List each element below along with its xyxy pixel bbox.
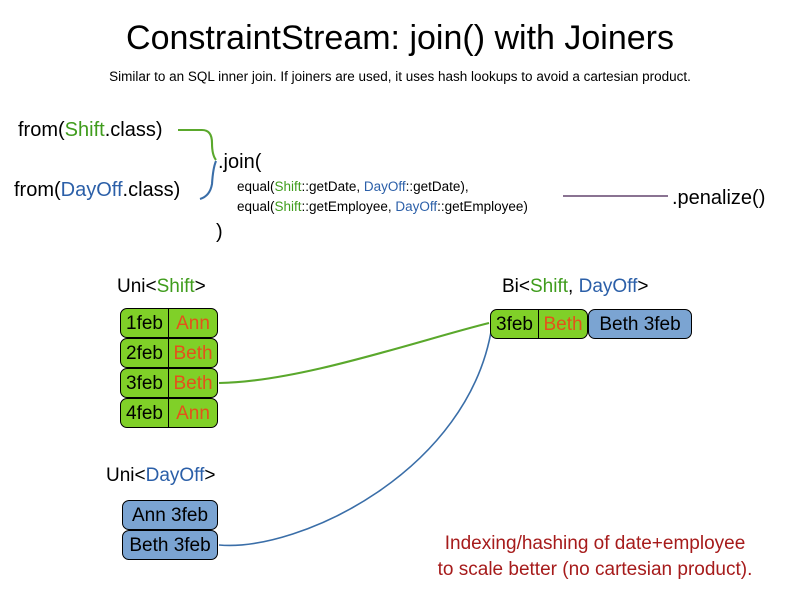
code-from-dayoff: from(DayOff.class) xyxy=(14,178,180,202)
code-from-dayoff-prefix: from( xyxy=(14,179,61,201)
label-uni-shift-type: Shift xyxy=(156,276,195,297)
shift-row-date: 4feb xyxy=(121,399,169,427)
label-bi-stream: Bi<Shift, DayOff> xyxy=(502,275,648,299)
code-joiner-equal-date: equal(Shift::getDate, DayOff::getDate), xyxy=(237,178,469,196)
shift-row-name: Ann xyxy=(176,312,210,334)
joiner-0-left-ref: ::getDate, xyxy=(301,179,364,194)
page-subtitle: Similar to an SQL inner join. If joiners… xyxy=(109,69,691,84)
label-uni-shift-suffix: > xyxy=(194,276,206,297)
bi-shift-date: 3feb xyxy=(491,310,539,338)
dayoff-row[interactable]: Beth 3feb xyxy=(122,530,218,560)
code-from-shift: from(Shift.class) xyxy=(18,118,163,142)
shift-row[interactable]: 2feb Beth xyxy=(120,338,218,368)
dayoff-row-text: Beth 3feb xyxy=(129,534,211,556)
label-uni-dayoff-type: DayOff xyxy=(145,465,205,486)
label-bi-type-b: DayOff xyxy=(578,276,638,297)
label-uni-shift-prefix: Uni< xyxy=(117,276,157,297)
label-bi-type-a: Shift xyxy=(530,276,569,297)
code-joiner-equal-employee: equal(Shift::getEmployee, DayOff::getEmp… xyxy=(237,198,528,216)
code-join-close: ) xyxy=(216,221,223,243)
dayoff-row[interactable]: Ann 3feb xyxy=(122,500,218,530)
shift-row-name: Beth xyxy=(173,342,213,364)
label-bi-suffix: > xyxy=(637,276,649,297)
code-join-open: .join( xyxy=(218,151,262,173)
joiner-1-left-ref: ::getEmployee, xyxy=(301,199,396,214)
indexing-caption: Indexing/hashing of date+employee to sca… xyxy=(400,531,790,583)
code-from-shift-suffix: .class) xyxy=(104,119,163,141)
code-from-shift-prefix: from( xyxy=(18,119,65,141)
joiner-1-right-ref: ::getEmployee) xyxy=(437,199,528,214)
shift-row-date: 1feb xyxy=(121,309,169,337)
code-penalize: .penalize() xyxy=(672,187,766,209)
joiner-1-fn: equal( xyxy=(237,199,275,214)
uni-dayoff-fact-list: Ann 3feb Beth 3feb xyxy=(122,500,218,560)
brace-dayoff-path xyxy=(199,160,217,201)
dayoff-row-text: Ann 3feb xyxy=(131,504,209,526)
indexing-caption-line1: Indexing/hashing of date+employee xyxy=(444,533,746,554)
label-bi-prefix: Bi< xyxy=(502,276,530,297)
bi-dayoff-text: Beth 3feb xyxy=(599,313,681,335)
joiner-0-left-type: Shift xyxy=(274,179,302,194)
code-from-dayoff-type: DayOff xyxy=(60,179,123,201)
shift-row-name: Ann xyxy=(176,402,210,424)
shift-row-name: Beth xyxy=(173,372,213,394)
bi-dayoff-fact[interactable]: Beth 3feb xyxy=(588,309,692,339)
brace-shift-path xyxy=(178,128,217,161)
page-title: ConstraintStream: join() with Joiners xyxy=(126,19,674,57)
shift-row[interactable]: 4feb Ann xyxy=(120,398,218,428)
shift-to-bi-path xyxy=(218,321,490,385)
dayoff-to-bi-path xyxy=(218,325,493,547)
label-bi-separator: , xyxy=(568,276,579,297)
joiner-1-right-type: DayOff xyxy=(395,199,438,214)
shift-row-date: 2feb xyxy=(121,339,169,367)
uni-shift-fact-list: 1feb Ann 2feb Beth 3feb Beth 4feb Ann xyxy=(120,308,218,428)
label-uni-shift: Uni<Shift> xyxy=(117,275,206,299)
joiner-1-left-type: Shift xyxy=(274,199,302,214)
joiner-0-fn: equal( xyxy=(237,179,275,194)
label-uni-dayoff-suffix: > xyxy=(204,465,216,486)
shift-row[interactable]: 1feb Ann xyxy=(120,308,218,338)
joiner-0-right-ref: ::getDate), xyxy=(405,179,469,194)
bi-shift-fact[interactable]: 3feb Beth xyxy=(490,309,588,339)
indexing-caption-line2: to scale better (no cartesian product). xyxy=(437,559,753,580)
label-uni-dayoff: Uni<DayOff> xyxy=(106,464,216,488)
label-uni-dayoff-prefix: Uni< xyxy=(106,465,146,486)
code-from-shift-type: Shift xyxy=(64,119,105,141)
bi-shift-name: Beth xyxy=(543,313,583,335)
joiner-0-right-type: DayOff xyxy=(363,179,406,194)
shift-row[interactable]: 3feb Beth xyxy=(120,368,218,398)
code-from-dayoff-suffix: .class) xyxy=(122,179,181,201)
shift-row-date: 3feb xyxy=(121,369,169,397)
